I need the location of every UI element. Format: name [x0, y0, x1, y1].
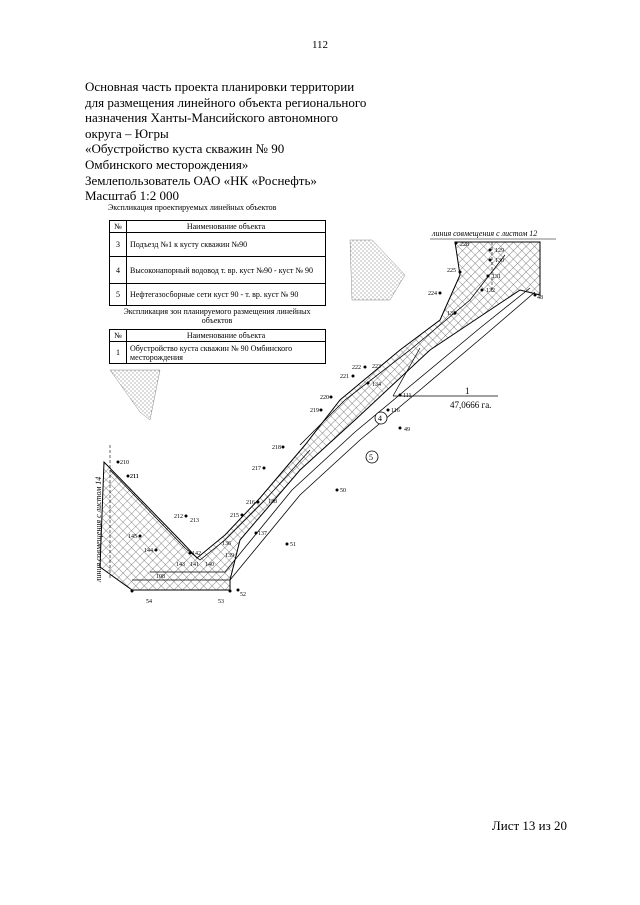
point-label: 217	[252, 466, 261, 472]
point-label: 48	[537, 295, 543, 301]
road-line	[109, 449, 311, 561]
point-label: 216	[246, 500, 255, 506]
point-label: 54	[146, 599, 152, 605]
sheet-number: Лист 13 из 20	[491, 818, 567, 833]
pipeline-line	[150, 287, 531, 573]
pipeline-line	[132, 291, 536, 581]
point-label: 111	[403, 393, 412, 399]
object-marker	[374, 411, 388, 425]
point-label: 221	[340, 374, 349, 380]
object-lines	[109, 242, 536, 581]
point-label: 220	[320, 395, 329, 401]
title-line: назначения Ханты-Мансийского автономного	[85, 110, 339, 126]
table-cell: Высоконапорный водовод т. вр. куст №90 -…	[126, 256, 326, 284]
table-cell: Обустройство куста скважин № 90 Омбинско…	[126, 341, 326, 364]
join-line-left-label: линия совмещения с листом 14	[94, 477, 103, 583]
point-label: 228	[460, 242, 469, 248]
terrain-area	[349, 239, 406, 301]
point-label: 50	[340, 488, 346, 494]
object-marker-label: 4	[378, 414, 382, 423]
point-label: 53	[218, 599, 224, 605]
point-label: 51	[290, 542, 296, 548]
point-label: 223	[372, 364, 381, 370]
table-header-row: № Наименование объекта	[109, 220, 326, 233]
point-label: 143	[176, 562, 185, 568]
title-line: Основная часть проекта планировки террит…	[85, 79, 355, 94]
point-label: 219	[310, 408, 319, 414]
point-label: 52	[240, 592, 246, 598]
point-label: 108	[156, 574, 165, 580]
title-line: Омбинского месторождения»	[85, 156, 249, 172]
page-number: 112	[311, 39, 329, 51]
point-label: 210	[120, 460, 129, 466]
table2-caption: Экспликация зон планируемого размещения …	[106, 307, 328, 325]
table-row: 1 Обустройство куста скважин № 90 Омбинс…	[109, 341, 326, 364]
table-row: 5 Нефтегазосборные сети куст 90 - т. вр.…	[109, 283, 326, 306]
object-marker	[365, 450, 379, 464]
road-line	[299, 254, 506, 446]
zone-number: 1	[465, 386, 470, 396]
table-row: 4 Высоконапорный водовод т. вр. куст №90…	[109, 256, 326, 284]
zones-table: № Наименование объекта 1 Обустройство ку…	[109, 329, 326, 364]
scale-line: Масштаб 1:2 000	[85, 188, 179, 204]
title-line: для размещения линейного объекта региона…	[85, 94, 367, 110]
zone-area: 47,0666 га.	[450, 400, 491, 410]
point-label: 225	[447, 268, 456, 274]
point-label: 116	[391, 408, 400, 414]
point-label: 211	[130, 474, 139, 480]
object-marker-label: 5	[369, 453, 373, 462]
point-label: 130	[495, 258, 504, 264]
vertex-markers	[116, 241, 537, 593]
point-label: 222	[352, 365, 361, 371]
point-labels: 228 129 130 131 225 132 48 224 133 222 2…	[120, 242, 543, 605]
point-label: 136	[222, 541, 231, 547]
point-label: 131	[492, 274, 501, 280]
join-line-top-label: линия совмещения с листом 12	[431, 229, 537, 238]
point-label: 129	[495, 248, 504, 254]
point-label: 213	[190, 518, 199, 524]
zone-corridor	[99, 241, 541, 591]
zone-leader-line	[392, 347, 421, 397]
point-label: 144	[144, 548, 153, 554]
point-label: 215	[230, 513, 239, 519]
point-label: 218	[272, 445, 281, 451]
point-label: 142	[192, 551, 201, 557]
point-label: 212	[174, 514, 183, 520]
point-label: 137	[258, 531, 267, 537]
table1-caption: Экспликация проектируемых линейных объек…	[108, 203, 277, 212]
point-label: 132	[486, 288, 495, 294]
title-line: Землепользователь ОАО «НК «Роснефть»	[85, 172, 317, 188]
terrain-area	[109, 369, 161, 421]
point-label: 134	[372, 382, 381, 388]
caption-line: объектов	[201, 316, 233, 325]
point-label: 49	[404, 427, 410, 433]
document-title: Основная часть проекта планировки террит…	[85, 79, 425, 204]
point-label: 139	[225, 553, 234, 559]
point-label: 138	[268, 499, 277, 505]
table-cell: 5	[109, 283, 127, 306]
point-label: 141	[190, 562, 199, 568]
table-cell: Нефтегазосборные сети куст 90 - т. вр. к…	[126, 283, 326, 306]
title-line: округа – Югры	[85, 125, 169, 141]
title-line: «Обустройство куста скважин № 90	[85, 141, 285, 157]
point-label: 145	[128, 534, 137, 540]
point-label: 140	[205, 562, 214, 568]
linear-objects-table: № Наименование объекта 3 Подъезд №1 к ку…	[109, 220, 326, 306]
point-label: 133	[447, 311, 456, 317]
point-label: 224	[428, 291, 437, 297]
point-label: 211	[130, 474, 139, 480]
caption-line: Экспликация зон планируемого размещения …	[123, 307, 311, 316]
